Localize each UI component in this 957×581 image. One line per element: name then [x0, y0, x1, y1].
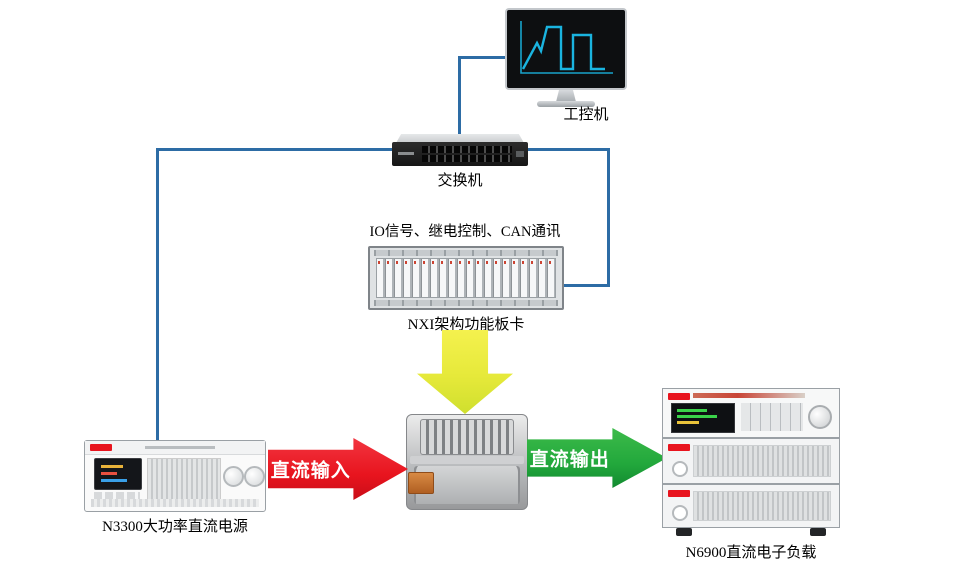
- switch-ports-row: [422, 155, 512, 162]
- dc-input-label: 直流输入: [270, 460, 351, 482]
- n6900-electronic-load: [662, 388, 840, 536]
- cable-switch-nxi-horizontal-top: [528, 148, 610, 151]
- cable-pc-switch-vertical: [458, 56, 461, 136]
- psu-knob: [244, 466, 265, 487]
- eload-socket: [672, 505, 688, 521]
- psu-bottom-vent: [91, 499, 259, 507]
- monitor-stand: [556, 90, 576, 102]
- eload-caster: [676, 528, 692, 536]
- psu-display-line: [101, 479, 127, 482]
- waveform-icon: [520, 21, 613, 74]
- eload-display-line: [677, 421, 699, 424]
- eload-brand-logo: [668, 490, 690, 497]
- eload-brand-logo: [668, 393, 690, 400]
- dut-converter: [406, 414, 528, 510]
- eload-keypad: [741, 403, 803, 431]
- cable-switch-psu-horizontal: [156, 148, 392, 151]
- switch-ports-row: [422, 146, 512, 153]
- psu-label: N3300大功率直流电源: [102, 519, 248, 535]
- psu-display-line: [101, 472, 117, 475]
- dc-output-arrow: 直流输出: [527, 428, 667, 488]
- nxi-bottom-rail: [374, 300, 558, 306]
- nxi-led-row: [378, 261, 554, 264]
- eload-label: N6900直流电子负载: [685, 545, 817, 561]
- eload-slave-unit: [662, 484, 840, 528]
- nxi-card-slots: [376, 258, 556, 298]
- switch-top-face: [396, 134, 524, 143]
- switch-tag: [516, 151, 524, 157]
- n3300-power-supply: [84, 440, 266, 512]
- nxi-top-rail: [374, 250, 558, 256]
- eload-socket: [672, 461, 688, 477]
- cable-pc-switch-horizontal: [458, 56, 506, 59]
- dut-cooling-fins: [420, 419, 514, 455]
- eload-caster: [810, 528, 826, 536]
- eload-display: [671, 403, 735, 433]
- psu-display-line: [101, 465, 123, 468]
- dc-output-label: 直流输出: [529, 449, 610, 471]
- industrial-pc-monitor: [505, 8, 627, 90]
- psu-display: [94, 458, 142, 490]
- cable-switch-psu-vertical: [156, 148, 159, 442]
- eload-display-line: [677, 409, 707, 412]
- cable-switch-nxi-vertical: [607, 148, 610, 287]
- switch-logo: [398, 152, 414, 155]
- dut-power-connector: [408, 472, 434, 494]
- eload-knob: [808, 405, 832, 429]
- ethernet-switch: [392, 142, 528, 166]
- psu-brand-logo: [90, 444, 112, 451]
- eload-vent-grille: [693, 445, 831, 477]
- eload-brand-logo: [668, 444, 690, 451]
- dc-input-arrow: 直流输入: [268, 438, 408, 500]
- io-signal-caption: IO信号、继电控制、CAN通讯: [369, 224, 561, 240]
- psu-top-strip: [85, 441, 265, 455]
- nxi-label: NXI架构功能板卡: [407, 317, 525, 333]
- cable-switch-nxi-horizontal-bottom: [564, 284, 610, 287]
- monitor-base: [537, 101, 595, 107]
- eload-vent-grille: [693, 491, 831, 521]
- psu-vent-grille: [147, 458, 221, 502]
- dut-ledge: [410, 456, 524, 464]
- industrial-pc-label: 工控机: [563, 107, 609, 123]
- eload-header-band: [693, 393, 805, 398]
- control-arrow-down: [417, 330, 513, 414]
- eload-slave-unit: [662, 438, 840, 484]
- eload-master-unit: [662, 388, 840, 438]
- switch-label: 交换机: [437, 173, 483, 189]
- psu-knob: [223, 466, 244, 487]
- eload-display-line: [677, 415, 717, 418]
- psu-keypad: [94, 492, 140, 500]
- psu-title-line: [145, 446, 215, 449]
- nxi-chassis: [368, 246, 564, 310]
